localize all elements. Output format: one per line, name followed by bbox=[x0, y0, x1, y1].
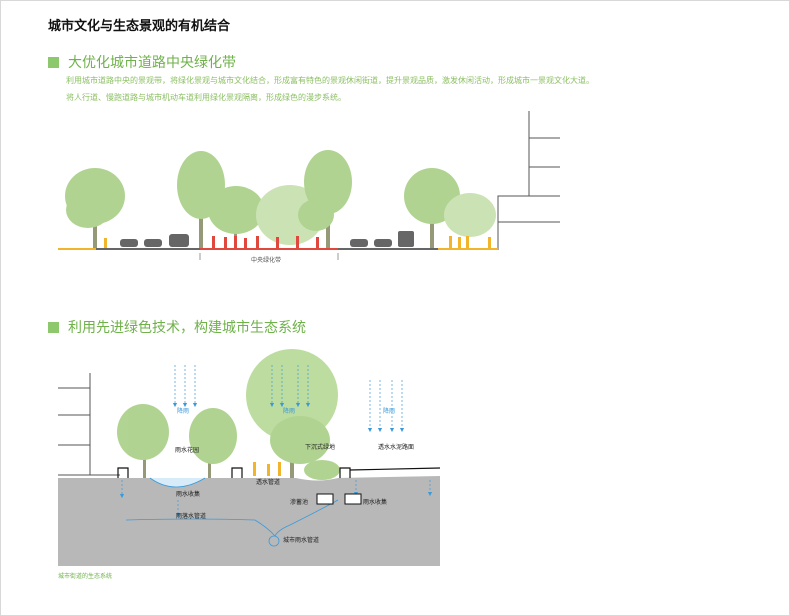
street-cars bbox=[120, 231, 414, 247]
eco-system-diagram: 降雨 降雨 降雨 雨水花园 下沉式绿地 透水水泥路面 雨水收集 透水管道 渗蓄池… bbox=[58, 349, 441, 580]
rain-arrows bbox=[119, 365, 433, 518]
rain-label-3: 降雨 bbox=[383, 407, 395, 415]
rain-garden-label: 雨水花园 bbox=[175, 446, 199, 454]
street-pedestrians bbox=[104, 236, 491, 248]
section1-paragraph1: 利用城市道路中央的景观带，将绿化景观与城市文化结合，形成富有特色的景观休闲街道，… bbox=[66, 76, 594, 85]
diagram-caption: 城市街道的生态系统 bbox=[58, 572, 112, 580]
storage-pool-label: 渗蓄池 bbox=[290, 498, 308, 506]
street-section-diagram: 中央绿化带 bbox=[58, 111, 560, 264]
rain-collect-label-2: 雨水收集 bbox=[363, 498, 387, 506]
eco-trees bbox=[117, 349, 340, 480]
page-title: 城市文化与生态景观的有机结合 bbox=[48, 19, 231, 34]
section1-bullet-icon bbox=[48, 56, 59, 68]
street-ground bbox=[58, 248, 498, 260]
section2-bullet-icon bbox=[48, 321, 59, 333]
sunken-green-label: 下沉式绿地 bbox=[305, 443, 335, 451]
section1-title: 大优化城市道路中央绿化带 bbox=[68, 55, 236, 71]
eco-pedestrians bbox=[253, 462, 281, 476]
rain-collect-label-1: 雨水收集 bbox=[176, 490, 200, 498]
rain-pipe-label: 雨落水管道 bbox=[176, 512, 206, 520]
rain-label-1: 降雨 bbox=[177, 407, 189, 415]
section2-header: 利用先进绿色技术，构建城市生态系统 bbox=[48, 317, 306, 337]
pipes bbox=[125, 499, 339, 547]
street-trees bbox=[65, 150, 496, 249]
storage-tanks bbox=[316, 493, 362, 505]
permeable-pipe-label: 透水管道 bbox=[256, 478, 280, 486]
section2-title: 利用先进绿色技术，构建城市生态系统 bbox=[68, 320, 306, 336]
ground-block bbox=[58, 476, 440, 566]
rain-label-2: 降雨 bbox=[283, 407, 295, 415]
section1-paragraph2: 将人行道、慢跑道路与城市机动车道利用绿化景观隔离，形成绿色的漫步系统。 bbox=[66, 93, 346, 102]
median-label: 中央绿化带 bbox=[251, 256, 281, 264]
building-right bbox=[497, 111, 560, 250]
curbs bbox=[117, 467, 441, 478]
section1-header: 大优化城市道路中央绿化带 bbox=[48, 52, 236, 72]
permeable-paving-label: 透水水泥路面 bbox=[378, 443, 414, 451]
building-left bbox=[58, 373, 120, 476]
city-pipe-label: 城市雨水管道 bbox=[283, 536, 319, 544]
